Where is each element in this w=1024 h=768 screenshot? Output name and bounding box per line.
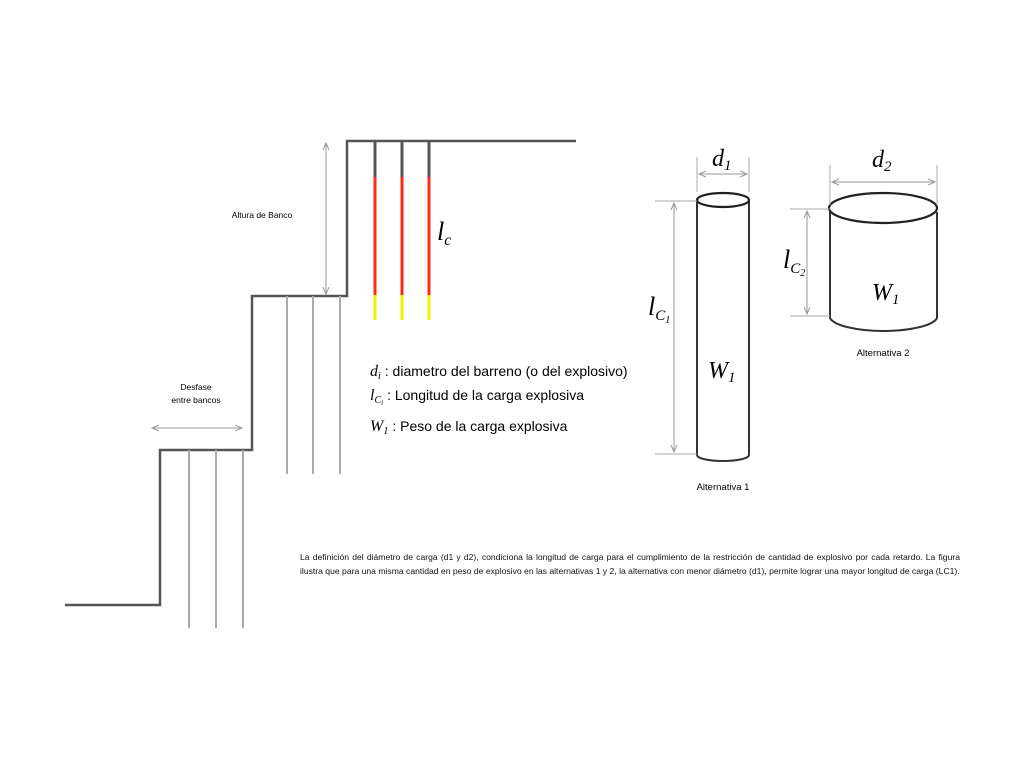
alternative-2-cylinder [790,165,939,332]
bench-offset-label-2: entre bancos [171,395,220,405]
legend-item-length: lCi: Longitud de la carga explosiva [370,387,584,407]
alt2-length-symbol: lC2 [783,245,805,279]
alt1-diameter-symbol: d1 [712,146,732,174]
charge-length-symbol: lc [437,217,451,249]
alt1-weight-symbol: W1 [708,358,736,386]
figure-caption: La definición del diámetro de carga (d1 … [300,552,960,576]
alt2-diameter-symbol: d2 [872,147,892,175]
alt1-length-symbol: lC1 [648,292,670,326]
drill-holes [188,296,341,628]
charged-holes [373,141,431,320]
alt2-label: Alternativa 2 [857,348,910,359]
bench-profile [65,139,576,607]
legend: di: diametro del barreno (o del explosiv… [370,363,628,437]
legend-item-weight: W1: Peso de la carga explosiva [370,418,568,437]
bench-height-label: Altura de Banco [232,210,293,220]
alt2-weight-symbol: W1 [872,280,900,308]
alt1-label: Alternativa 1 [697,482,750,493]
bench-offset-label-1: Desfase [180,382,211,392]
legend-item-diameter: di: diametro del barreno (o del explosiv… [370,363,628,382]
alternative-1-cylinder [655,157,751,462]
